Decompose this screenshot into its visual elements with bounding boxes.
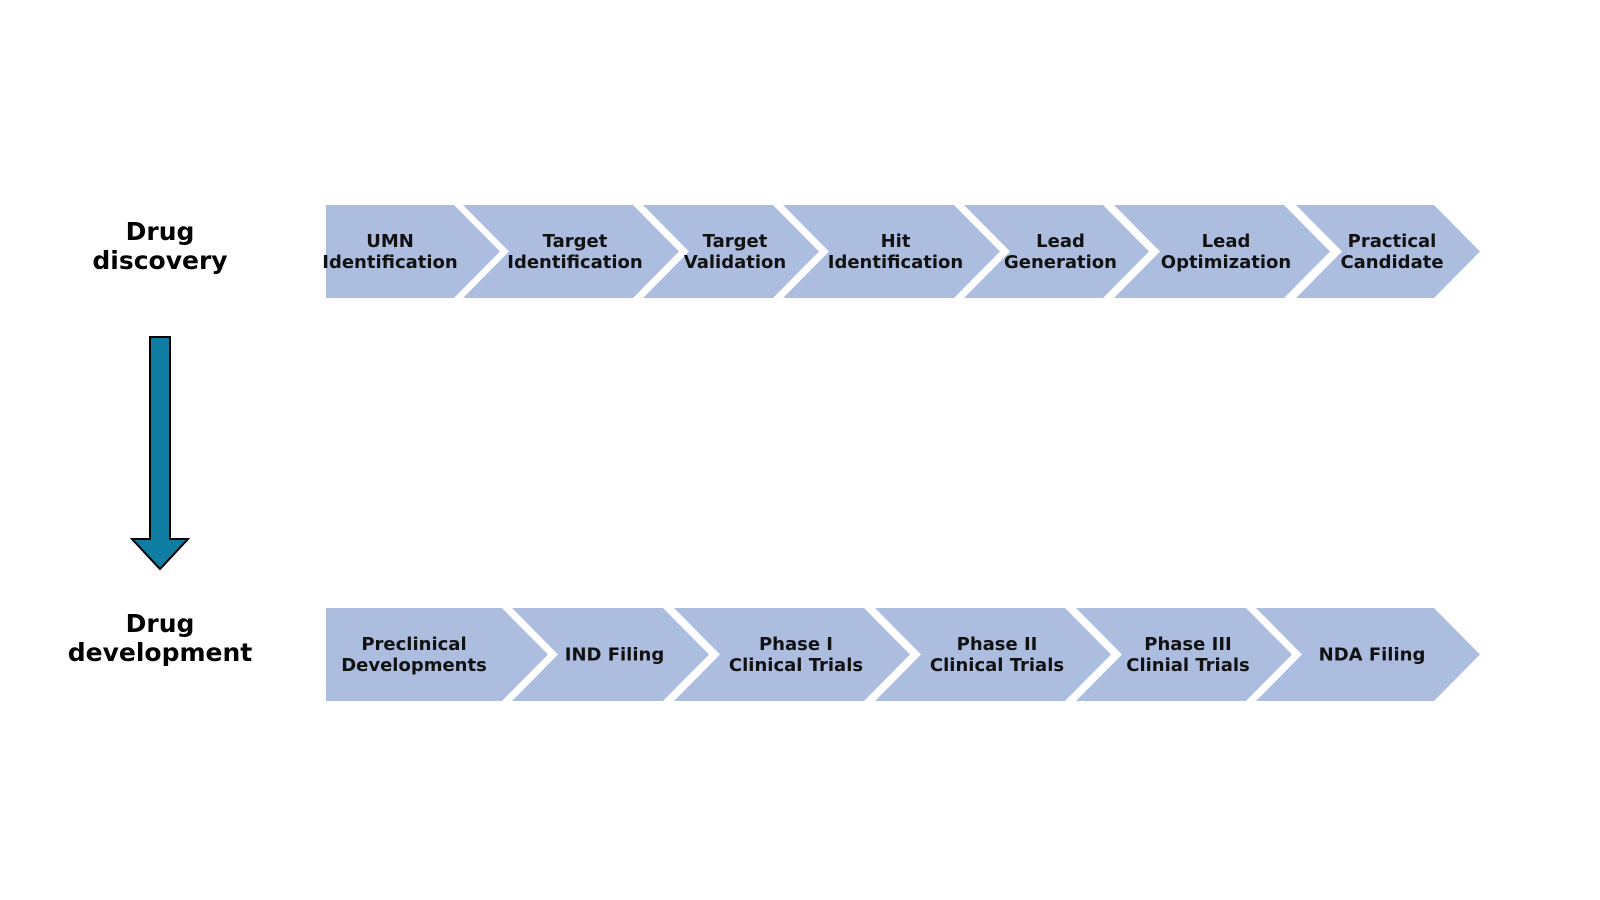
discovery-step-2-line1: Target [543,231,608,252]
discovery-step-4-chevron [783,205,1000,298]
discovery-step-7-chevron [1296,205,1480,298]
discovery-step-7-line2: Candidate [1340,252,1443,273]
development-step-6-line1: NDA Filing [1319,645,1426,666]
drug-discovery-label-line1: Drug [125,217,195,246]
development-step-6-chevron [1256,608,1480,701]
drug-development-label-line1: Drug [125,609,195,638]
discovery-step-1-line1: UMN [366,231,414,252]
discovery-step-5-chevron [964,205,1149,298]
drug-discovery-label-line2: discovery [92,246,228,275]
discovery-step-6-line1: Lead [1202,231,1251,252]
development-step-3-line2: Clinical Trials [729,655,863,676]
discovery-step-2-line2: Identification [507,252,643,273]
development-step-4-line2: Clinical Trials [930,655,1064,676]
discovery-step-1-chevron [326,205,500,298]
drug-development-label: Drug development [50,609,270,667]
discovery-step-6-chevron [1114,205,1330,298]
discovery-step-6-line2: Optimization [1161,252,1291,273]
down-arrow-icon [129,336,191,571]
development-step-4-line1: Phase II [957,634,1038,655]
drug-discovery-label: Drug discovery [50,217,270,275]
development-step-2-line1: IND Filing [565,645,664,666]
development-step-1-chevron [326,608,548,701]
development-step-2-chevron [512,608,709,701]
discovery-step-4-line2: Identification [828,252,964,273]
development-step-5-line2: Clinial Trials [1126,655,1250,676]
drug-discovery-flow: UMNIdentificationTargetIdentificationTar… [322,205,1480,298]
discovery-step-3-line2: Validation [684,252,786,273]
discovery-step-5-line1: Lead [1036,231,1085,252]
development-step-1-line2: Developments [341,655,487,676]
development-step-3-chevron [674,608,910,701]
discovery-step-5-line2: Generation [1004,252,1117,273]
discovery-step-7-line1: Practical [1348,231,1437,252]
discovery-step-2-chevron [463,205,679,298]
development-step-1-line1: Preclinical [361,634,466,655]
development-step-4-chevron [875,608,1111,701]
development-step-5-line1: Phase III [1144,634,1231,655]
discovery-step-1-line2: Identification [322,252,458,273]
drug-development-label-line2: development [67,638,253,667]
discovery-step-3-chevron [643,205,819,298]
development-step-3-line1: Phase I [759,634,833,655]
discovery-step-3-line1: Target [703,231,768,252]
discovery-step-4-line1: Hit [881,231,911,252]
development-step-5-chevron [1076,608,1292,701]
